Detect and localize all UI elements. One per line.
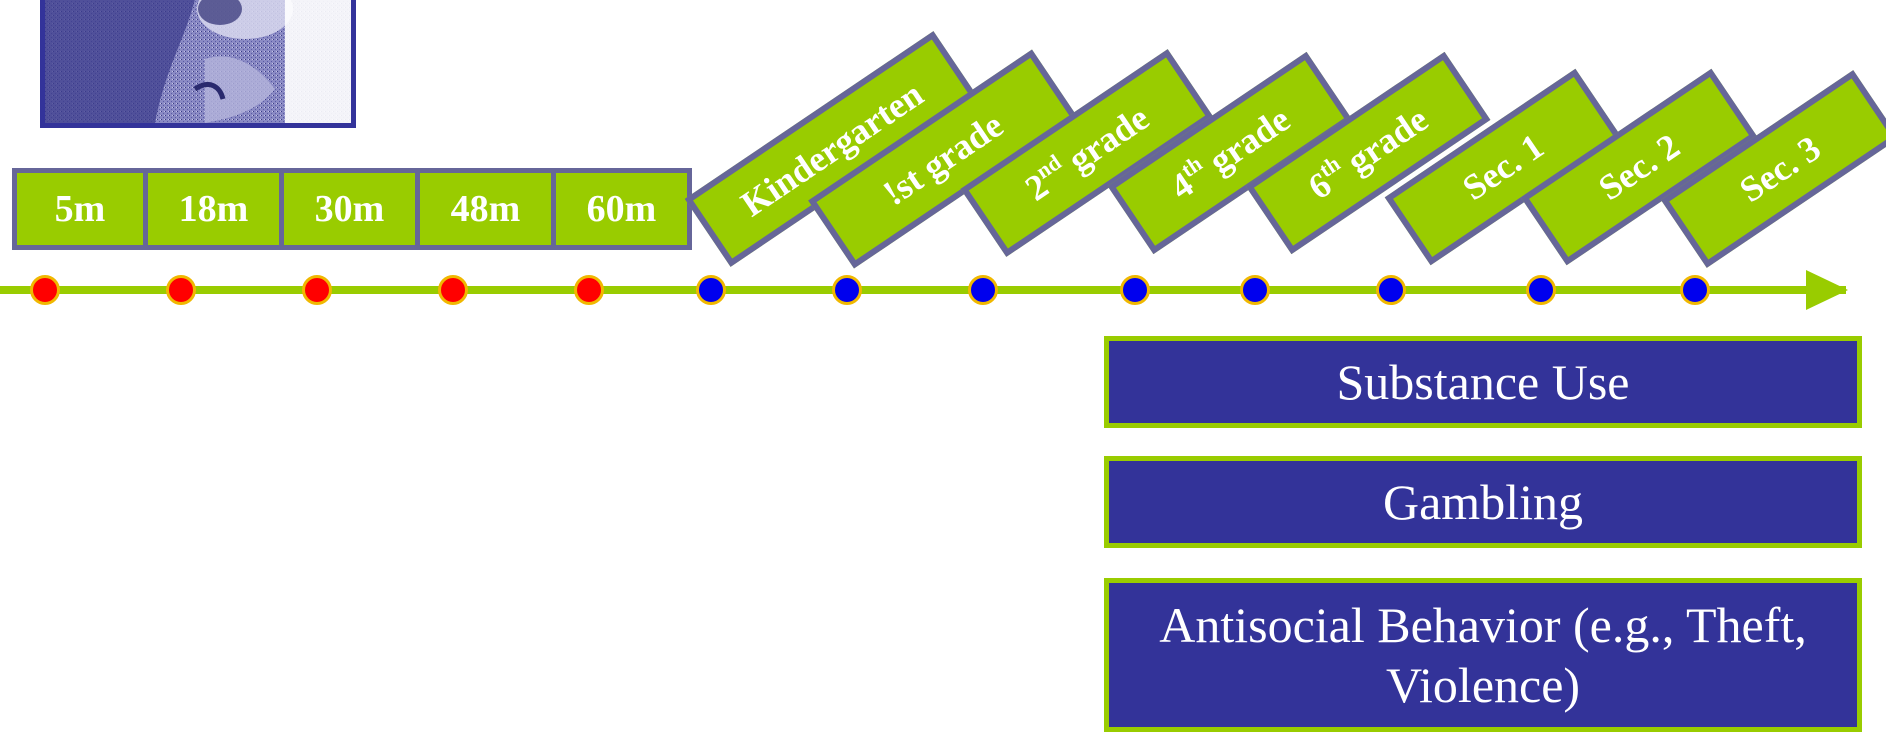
month-box: 30m xyxy=(284,168,420,250)
month-label: 18m xyxy=(178,188,249,230)
timeline-dot-preschool xyxy=(438,275,468,305)
child-face-photo-icon xyxy=(45,0,351,123)
timeline-line xyxy=(0,286,1846,294)
timeline-dot-preschool xyxy=(166,275,196,305)
timeline-dot-school xyxy=(1680,275,1710,305)
month-label: 30m xyxy=(314,188,385,230)
timeline-dot-school xyxy=(1120,275,1150,305)
timeline-dot-school xyxy=(1240,275,1270,305)
month-labels: 5m 18m 30m 48m 60m xyxy=(12,168,692,250)
timeline-dot-school xyxy=(1376,275,1406,305)
timeline-dot-school xyxy=(968,275,998,305)
month-box: 60m xyxy=(556,168,692,250)
outcome-gambling: Gambling xyxy=(1104,456,1862,548)
outcome-substance-use: Substance Use xyxy=(1104,336,1862,428)
arrow-head-icon xyxy=(1806,270,1848,310)
month-label: 60m xyxy=(586,188,657,230)
outcome-label: Substance Use xyxy=(1336,354,1630,410)
timeline-dot-preschool xyxy=(574,275,604,305)
month-box: 5m xyxy=(12,168,148,250)
month-label: 5m xyxy=(54,188,106,230)
outcome-label: Gambling xyxy=(1383,474,1583,530)
timeline-dot-school xyxy=(1526,275,1556,305)
timeline-dot-preschool xyxy=(30,275,60,305)
month-label: 48m xyxy=(450,188,521,230)
month-box: 48m xyxy=(420,168,556,250)
outcome-label: Antisocial Behavior (e.g., Theft, Violen… xyxy=(1159,597,1807,713)
timeline-dot-school xyxy=(696,275,726,305)
outcome-antisocial-behavior: Antisocial Behavior (e.g., Theft, Violen… xyxy=(1104,578,1862,732)
month-box: 18m xyxy=(148,168,284,250)
timeline-dot-school xyxy=(832,275,862,305)
timeline-dot-preschool xyxy=(302,275,332,305)
child-photo xyxy=(40,0,356,128)
